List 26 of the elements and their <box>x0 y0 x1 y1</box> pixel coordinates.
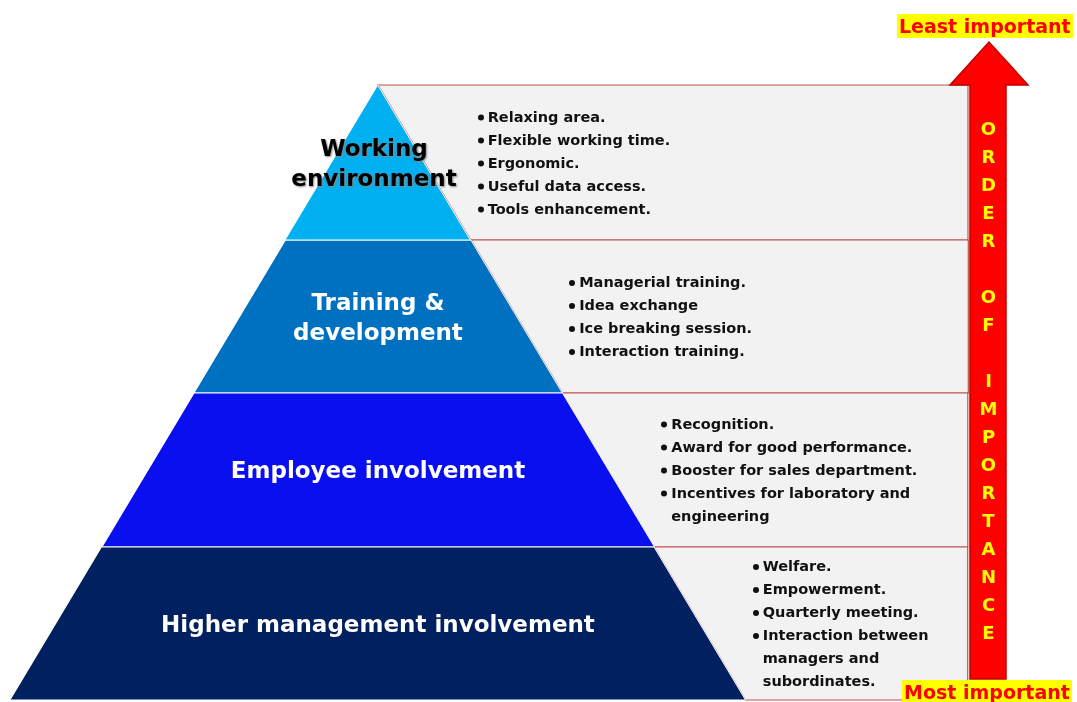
layer-label: Training & development <box>292 287 464 347</box>
bullet-text: Empowerment. <box>762 580 887 597</box>
layer-label: Employee involvement <box>229 456 527 485</box>
bullet-text: Ice breaking session. <box>579 319 753 336</box>
pyramid-layer <box>101 393 655 547</box>
bullet-text: Managerial training. <box>579 273 746 290</box>
bullet-text: Recognition. <box>671 415 775 432</box>
bullet-text: Incentives for laboratory and engineering <box>671 484 911 524</box>
bullet-text: Ergonomic. <box>487 154 580 170</box>
end-label: Least important <box>897 14 1073 38</box>
bullet-text: Tools enhancement. <box>487 200 651 216</box>
pyramid-layer <box>10 547 746 700</box>
arrow-text: ORDER OF IMPORTANCE <box>977 118 1000 650</box>
bullet-panel <box>562 393 968 547</box>
bullet-text: Useful data access. <box>487 177 647 193</box>
bullet-text: Idea exchange <box>579 296 699 313</box>
bullet-text: Relaxing area. <box>487 108 606 124</box>
pyramid-layer <box>193 240 563 393</box>
bullet-text: Award for good performance. <box>671 438 913 455</box>
bullet-text: Interaction training. <box>579 342 745 359</box>
upward-arrow <box>950 42 1028 679</box>
layer-label: Higher management involvement <box>160 609 596 639</box>
bullet-text: Welfare. <box>762 557 832 574</box>
bullet-text: Booster for sales department. <box>671 461 918 478</box>
bullet-text: Quarterly meeting. <box>762 603 919 620</box>
bullet-text: Flexible working time. <box>487 131 671 147</box>
